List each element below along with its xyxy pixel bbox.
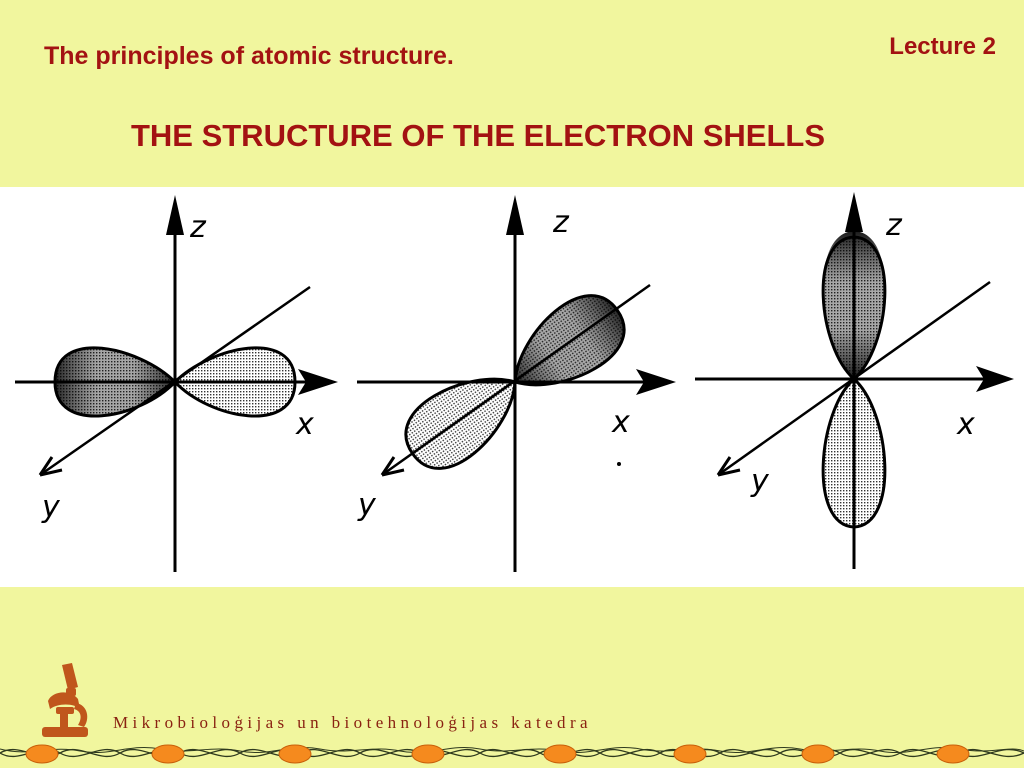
microscope-icon — [42, 663, 88, 737]
orbital-diagram-pz: z x y — [695, 192, 1014, 569]
label-y: y — [357, 488, 377, 523]
label-y: y — [41, 490, 61, 525]
axis-y — [717, 280, 991, 477]
stray-mark — [617, 462, 621, 466]
label-z: z — [552, 205, 570, 240]
axis-y-arrow — [380, 456, 405, 477]
lecture-number: Lecture 2 — [889, 33, 996, 60]
axis-z-arrow — [845, 192, 863, 232]
slide-footer: Mikrobioloģijas un biotehnoloģijas kated… — [0, 587, 1024, 768]
p-orbital-diagrams: z x y z x y — [15, 192, 1014, 572]
axis-y-arrow — [38, 456, 63, 477]
axis-y — [39, 285, 311, 477]
axis-z-arrow — [506, 195, 524, 235]
axis-x-arrow — [976, 366, 1014, 392]
axis-x-arrow — [636, 369, 676, 395]
slide-header: The principles of atomic structure. Lect… — [0, 0, 1024, 187]
label-x: x — [611, 405, 630, 440]
label-x: x — [295, 407, 314, 442]
axis-y — [381, 283, 651, 477]
decorative-border — [0, 744, 1024, 764]
orbital-diagram-px: z x y — [15, 195, 338, 572]
orbital-figure: z x y z x y — [0, 187, 1024, 587]
label-z: z — [189, 210, 207, 245]
orbital-diagram-py: z x y — [357, 195, 676, 572]
department-name: Mikrobioloģijas un biotehnoloģijas kated… — [113, 713, 592, 732]
slide-title: THE STRUCTURE OF THE ELECTRON SHELLS — [130, 118, 826, 153]
label-z: z — [885, 208, 903, 243]
slide-subtitle: The principles of atomic structure. — [44, 42, 454, 70]
axis-z-arrow — [166, 195, 184, 235]
axis-x-arrow — [298, 369, 338, 395]
label-y: y — [750, 464, 770, 499]
label-x: x — [956, 407, 975, 442]
axis-y-arrow — [716, 456, 741, 477]
